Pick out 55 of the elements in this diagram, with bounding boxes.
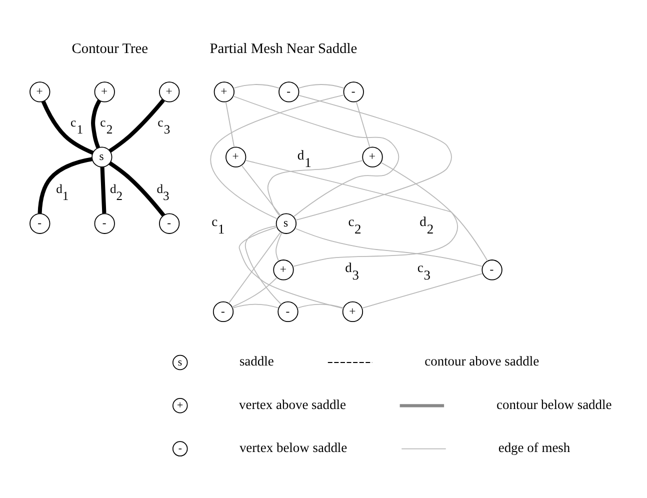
connector bbox=[295, 94, 452, 221]
node-circle: - bbox=[278, 301, 298, 322]
connector bbox=[225, 101, 235, 148]
connector bbox=[298, 84, 345, 89]
node-circle: + bbox=[362, 146, 383, 168]
node-circle: s bbox=[276, 213, 297, 234]
node-circle: + bbox=[342, 301, 364, 322]
connector bbox=[38, 157, 92, 214]
connector bbox=[244, 160, 458, 267]
connector bbox=[108, 161, 166, 217]
node-circle: - bbox=[278, 82, 300, 102]
connector bbox=[244, 226, 282, 305]
legend-label: edge of mesh bbox=[498, 440, 570, 455]
connector bbox=[380, 162, 488, 262]
connector bbox=[356, 101, 370, 148]
connector bbox=[241, 164, 281, 216]
connector bbox=[232, 304, 279, 308]
connector bbox=[100, 166, 106, 214]
connector bbox=[267, 160, 364, 216]
connector bbox=[210, 94, 345, 220]
legend-label: vertex above saddle bbox=[239, 396, 346, 412]
label: Contour Tree bbox=[72, 41, 148, 58]
legend-label: contour below saddle bbox=[496, 396, 612, 412]
connector bbox=[232, 96, 400, 218]
legend-label: vertex below saddle bbox=[239, 440, 348, 455]
connector bbox=[228, 232, 282, 304]
legend-label: saddle bbox=[239, 354, 274, 369]
node-circle: - bbox=[30, 213, 50, 234]
node-circle: + bbox=[30, 82, 50, 102]
connector bbox=[91, 100, 102, 148]
node-circle: - bbox=[159, 213, 180, 234]
node-circle: + bbox=[94, 82, 115, 102]
label: s bbox=[178, 356, 182, 368]
connector bbox=[238, 226, 344, 309]
connector bbox=[108, 98, 165, 153]
node-circle: + bbox=[214, 82, 234, 102]
connector bbox=[233, 84, 280, 89]
connector bbox=[276, 232, 282, 262]
node-circle: - bbox=[482, 260, 502, 280]
connector bbox=[362, 273, 483, 309]
connector bbox=[294, 228, 483, 267]
node-circle: + bbox=[273, 260, 294, 280]
node-circle: - bbox=[343, 82, 364, 102]
node-circle: - bbox=[212, 301, 234, 322]
label: Partial Mesh Near Saddle bbox=[210, 41, 358, 58]
legend-label: contour above saddle bbox=[424, 354, 540, 369]
connector bbox=[232, 277, 278, 308]
node-circle: + bbox=[226, 146, 246, 168]
node-circle: - bbox=[94, 213, 115, 234]
connector bbox=[41, 100, 94, 155]
connector bbox=[296, 304, 344, 308]
node-circle: s bbox=[92, 146, 112, 168]
node-circle: + bbox=[159, 82, 180, 102]
label: - bbox=[178, 442, 182, 455]
label: + bbox=[176, 399, 184, 412]
